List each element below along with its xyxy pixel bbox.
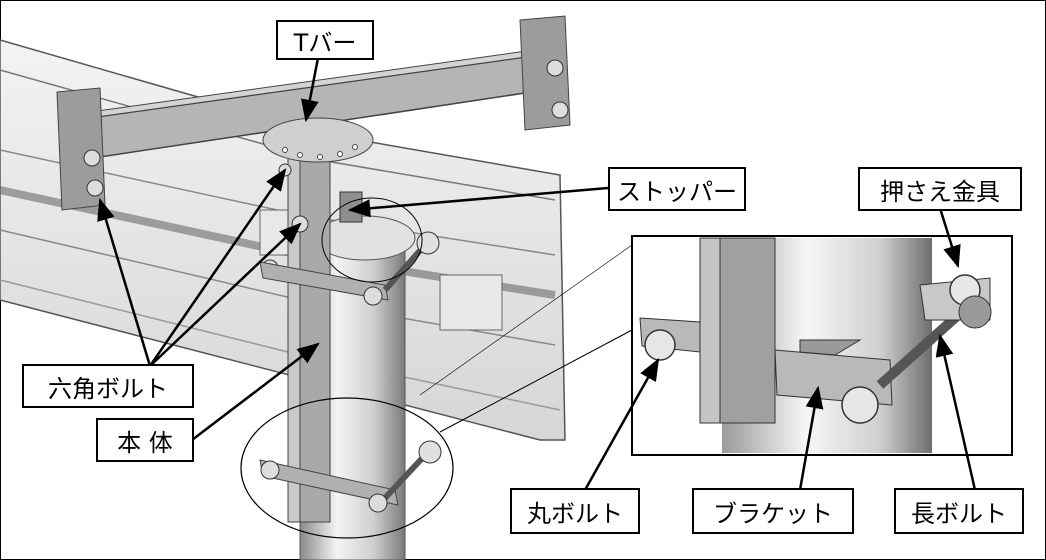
- leader-bracket: [798, 385, 824, 491]
- body-tube: [287, 149, 331, 523]
- label-long-bolt: 長ボルト: [894, 488, 1024, 534]
- leader-hex-bolt-3: [149, 222, 302, 367]
- label-hex-bolt: 六角ボルト: [22, 364, 194, 408]
- label-stopper: ストッパー: [608, 167, 746, 211]
- label-bracket: ブラケット: [692, 488, 854, 534]
- label-presser-fitting: 押さえ金具: [858, 167, 1022, 211]
- leader-body: [191, 342, 320, 441]
- zoom-line-lower: [439, 329, 633, 433]
- leader-long-bolt: [935, 333, 977, 491]
- lower-bracket: [259, 440, 442, 513]
- leader-presser: [938, 207, 961, 269]
- zoom-line-upper: [419, 244, 633, 396]
- upper-bracket: [259, 231, 440, 306]
- label-body: 本 体: [96, 418, 194, 462]
- leader-t-bar: [301, 57, 320, 123]
- leader-hex-bolt-2: [148, 168, 287, 367]
- leader-hex-bolt-1: [97, 197, 152, 367]
- leader-stopper: [347, 186, 609, 218]
- detail-inset: [631, 235, 1013, 456]
- leader-round-bolt: [583, 358, 660, 491]
- leader-lines: [97, 57, 977, 491]
- stopper-circle: [321, 197, 423, 283]
- detail-circle: [240, 397, 454, 539]
- label-round-bolt: 丸ボルト: [510, 488, 640, 534]
- label-t-bar: Tバー: [276, 20, 374, 60]
